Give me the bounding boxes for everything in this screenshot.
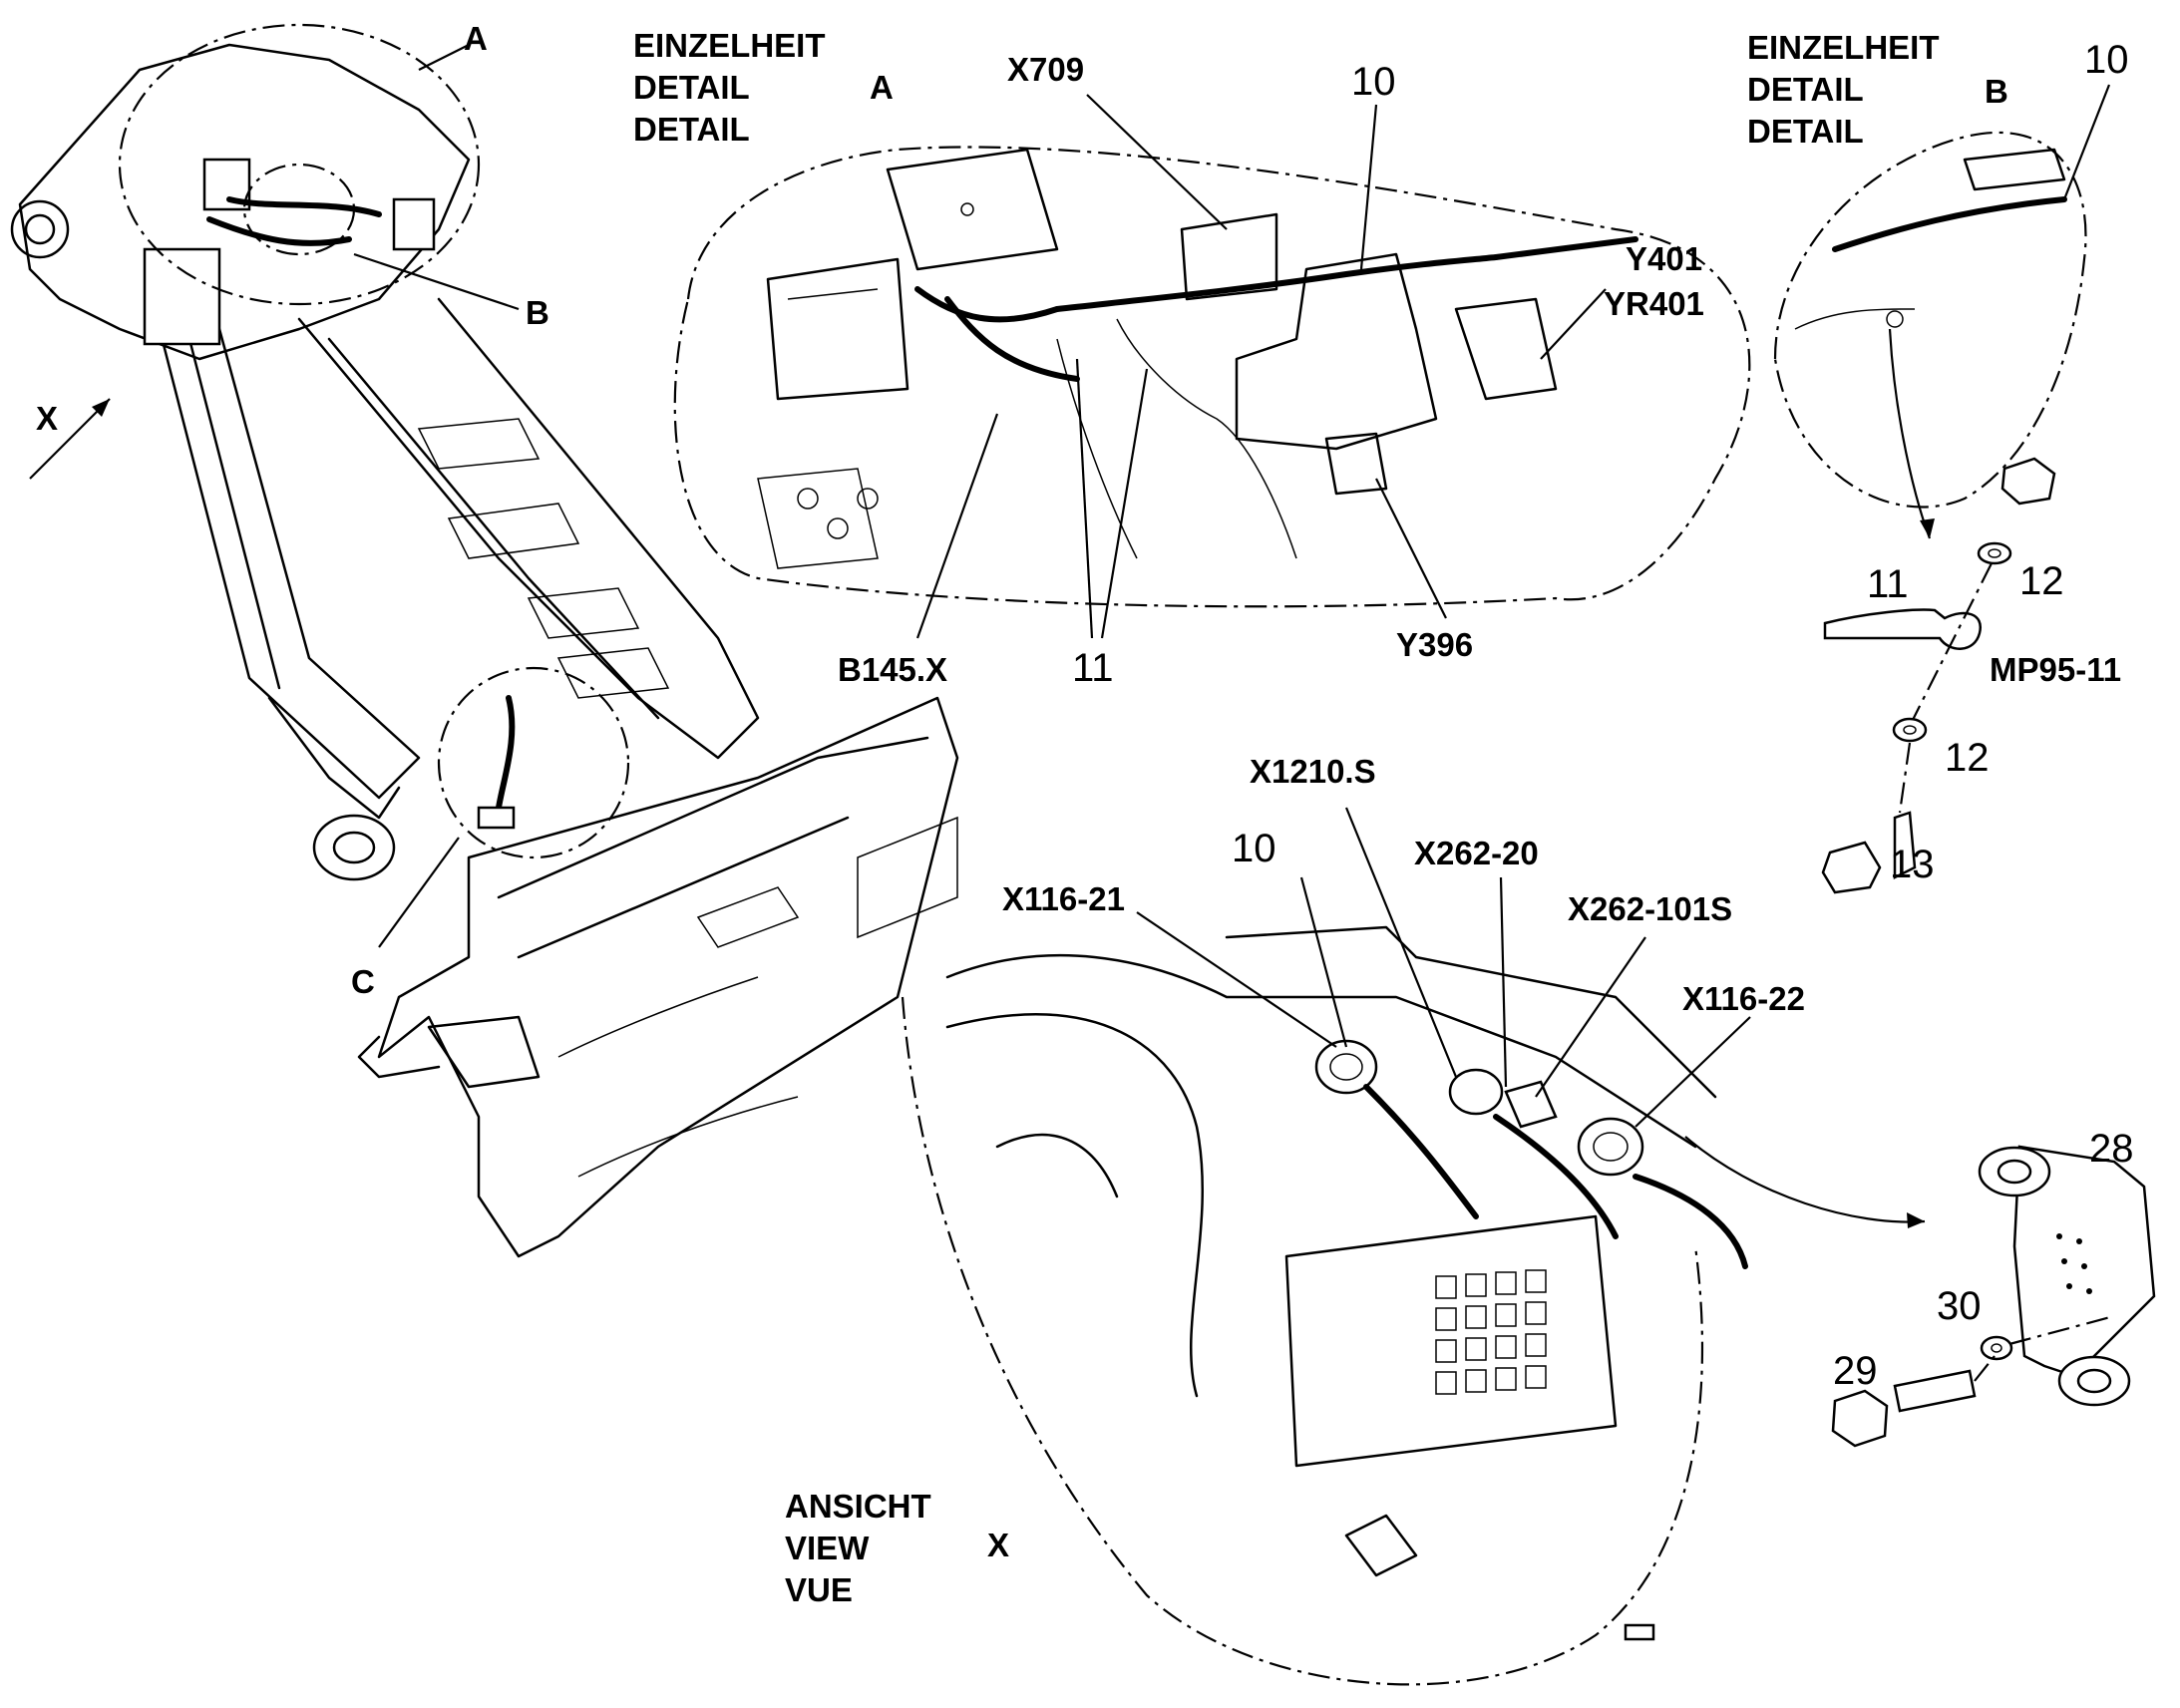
detail-ring-a — [118, 23, 481, 306]
bracket-28-hardware — [1831, 1145, 2156, 1448]
label-yr401: YR401 — [1604, 285, 1704, 322]
label-x1210s: X1210.S — [1250, 753, 1376, 790]
label-x116-22: X116-22 — [1682, 980, 1805, 1017]
detail-ring-c — [437, 666, 630, 859]
view-x-arrow-label: X — [36, 400, 59, 437]
label-x262-101s: X262-101S — [1568, 890, 1733, 927]
detail-b-header: EINZELHEIT DETAIL DETAIL — [1747, 27, 1940, 153]
detail-a-header: EINZELHEIT DETAIL DETAIL — [633, 25, 826, 151]
detail-b-line3: DETAIL — [1747, 113, 1864, 150]
ring-a-callout: A — [464, 20, 488, 57]
detail-a-line2: DETAIL — [633, 69, 750, 106]
label-v-10: 10 — [1232, 827, 1276, 870]
label-x262-20: X262-20 — [1414, 835, 1539, 871]
label-y396: Y396 — [1396, 626, 1474, 663]
label-b-12-top: 12 — [2019, 559, 2064, 603]
detail-b-line2: DETAIL — [1747, 71, 1864, 108]
detail-b-line1: EINZELHEIT — [1747, 29, 1940, 66]
view-x-letter: X — [987, 1527, 1010, 1563]
view-x-line1: ANSICHT — [785, 1488, 931, 1525]
label-mp95-11: MP95-11 — [1990, 651, 2122, 688]
label-b-12-bottom: 12 — [1945, 736, 1990, 780]
ring-c-callout: C — [351, 963, 375, 1000]
ring-b-callout: B — [526, 294, 549, 331]
view-x-header: ANSICHT VIEW VUE — [785, 1486, 931, 1611]
label-a-11: 11 — [1072, 646, 1114, 690]
label-b145x: B145.X — [838, 651, 948, 688]
detail-ring-b — [242, 163, 356, 256]
label-a-10: 10 — [1351, 60, 1396, 104]
detail-a-line1: EINZELHEIT — [633, 27, 826, 64]
detail-a-drawing — [673, 146, 1751, 608]
detail-b-drawing — [1773, 131, 2087, 509]
connector-x116-22 — [1577, 1117, 1644, 1177]
detail-a-letter: A — [870, 69, 894, 106]
label-x709: X709 — [1007, 51, 1085, 88]
label-b-10: 10 — [2084, 38, 2129, 82]
machine-boom-drawing — [10, 43, 959, 1258]
detail-b-letter: B — [1985, 73, 2008, 110]
label-29: 29 — [1833, 1349, 1878, 1393]
connector-x116-21 — [1314, 1039, 1378, 1095]
view-x-arrow — [29, 398, 111, 480]
view-x-line3: VUE — [785, 1571, 853, 1608]
label-x116-21: X116-21 — [1002, 880, 1125, 917]
view-x-drawing — [901, 925, 1748, 1686]
label-28: 28 — [2089, 1127, 2134, 1171]
label-30: 30 — [1937, 1284, 1982, 1328]
label-b-13: 13 — [1890, 843, 1935, 886]
label-y401: Y401 — [1626, 240, 1703, 277]
view-x-line2: VIEW — [785, 1530, 870, 1566]
detail-a-line3: DETAIL — [633, 111, 750, 148]
ground-hardware-b — [1821, 457, 2056, 894]
label-b-11: 11 — [1867, 562, 1909, 606]
